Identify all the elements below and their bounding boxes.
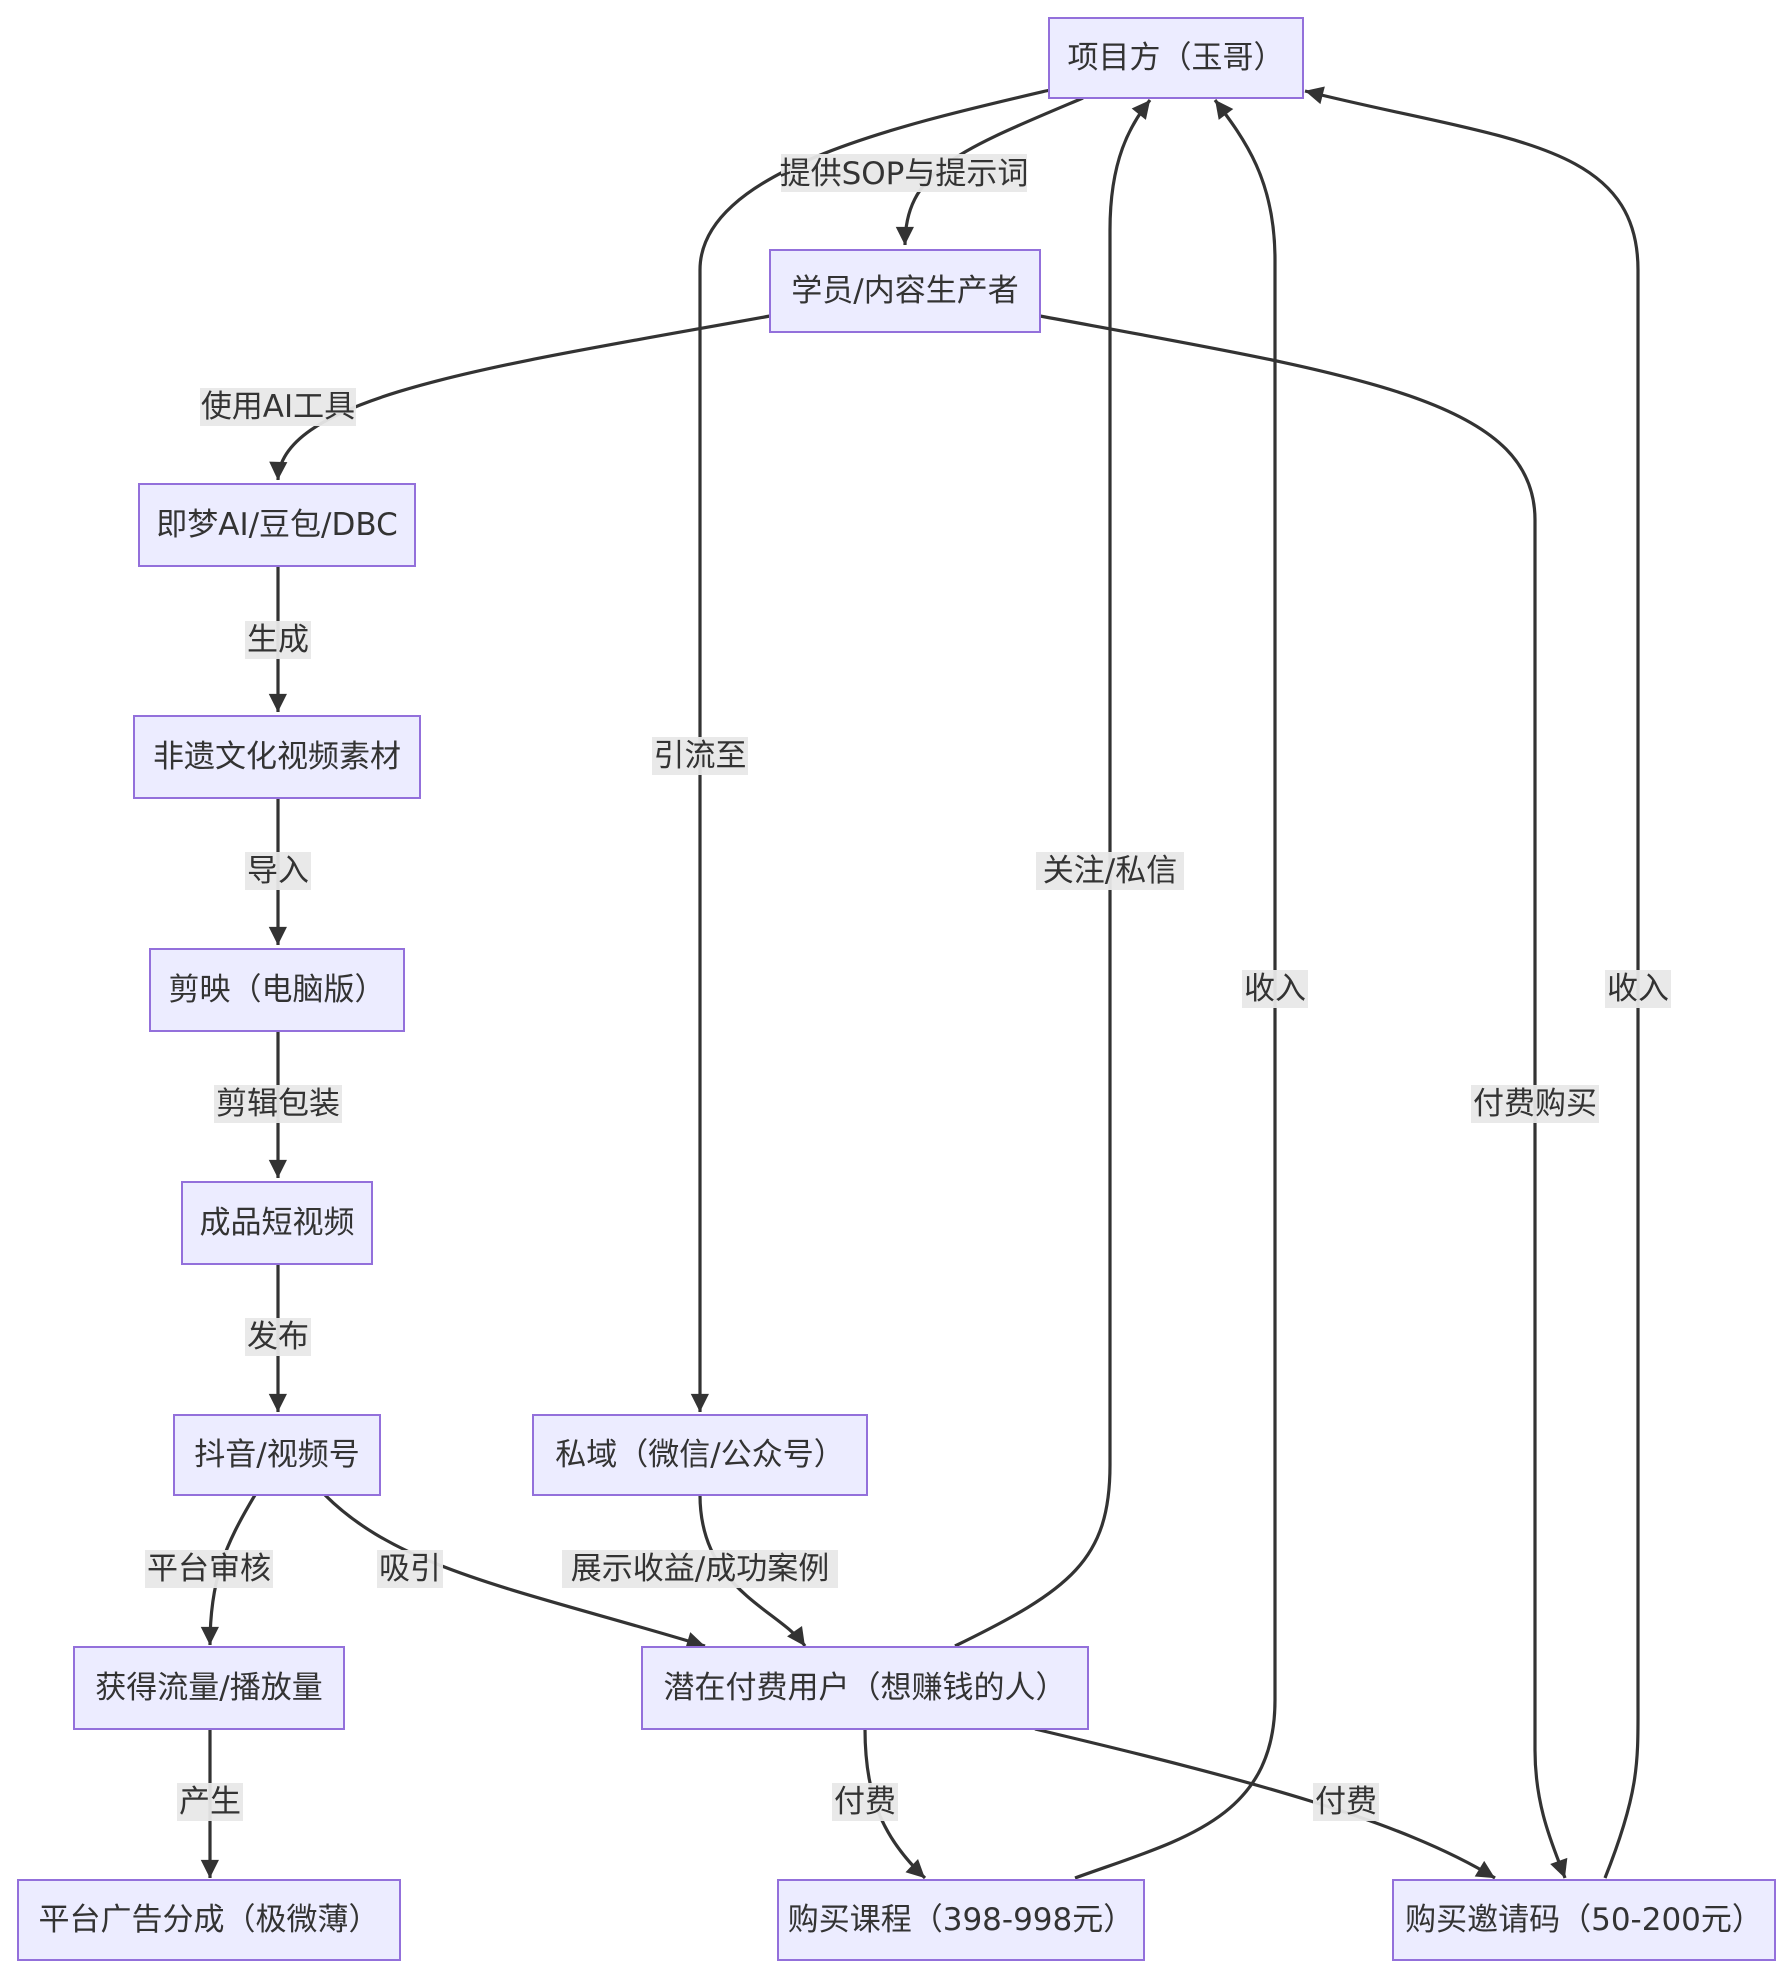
edge-pay-2 [1034,1727,1496,1880]
svg-text:引流至: 引流至 [654,738,747,774]
svg-text:学员/内容生产者: 学员/内容生产者 [791,273,1018,309]
node-feiyi: 非遗文化视频素材 [133,715,421,799]
svg-text:付费购买: 付费购买 [1473,1086,1597,1122]
svg-text:展示收益/成功案例: 展示收益/成功案例 [571,1551,829,1587]
edge-attract [323,1493,706,1650]
svg-text:平台审核: 平台审核 [147,1551,271,1587]
svg-text:平台广告分成（极微薄）: 平台广告分成（极微薄） [39,1902,380,1938]
svg-text:剪映（电脑版）: 剪映（电脑版） [169,972,386,1008]
label-use-ai: 使用AI工具 [200,388,356,426]
svg-text:剪辑包装: 剪辑包装 [216,1086,340,1122]
svg-text:非遗文化视频素材: 非遗文化视频素材 [153,739,401,775]
label-edit: 剪辑包装 [214,1085,342,1123]
svg-text:成品短视频: 成品短视频 [200,1205,355,1241]
node-kecheng: 购买课程（398-998元） [777,1879,1145,1961]
node-yaoqingma: 购买邀请码（50-200元） [1392,1879,1776,1961]
node-guanggao: 平台广告分成（极微薄） [17,1879,401,1961]
svg-text:私域（微信/公众号）: 私域（微信/公众号） [555,1437,844,1473]
label-attract: 吸引 [377,1550,443,1588]
node-jianying: 剪映（电脑版） [149,948,405,1032]
node-liuliang: 获得流量/播放量 [73,1646,345,1730]
node-xiangmufang: 项目方（玉哥） [1048,17,1304,99]
edge-labels: 提供SOP与提示词 引流至 使用AI工具 生成 导入 剪辑包装 发布 平台审核 [145,154,1671,1821]
label-income-1: 收入 [1242,970,1308,1008]
svg-text:发布: 发布 [247,1319,309,1355]
label-import: 导入 [245,852,311,890]
svg-text:导入: 导入 [247,853,309,889]
svg-text:潜在付费用户（想赚钱的人）: 潜在付费用户（想赚钱的人） [664,1670,1067,1706]
label-generate: 生成 [245,621,311,659]
label-pay-purchase: 付费购买 [1471,1085,1599,1123]
edge-pay-purchase [1039,314,1568,1879]
svg-text:吸引: 吸引 [379,1551,441,1587]
node-siyu: 私域（微信/公众号） [532,1414,868,1496]
label-produce: 产生 [177,1783,243,1821]
label-follow: 关注/私信 [1036,852,1184,890]
label-pay-2: 付费 [1313,1783,1379,1821]
edge-income-1 [1074,99,1277,1880]
svg-text:关注/私信: 关注/私信 [1043,853,1177,889]
svg-text:使用AI工具: 使用AI工具 [201,389,355,425]
svg-text:付费: 付费 [834,1784,896,1820]
edge-follow [954,99,1152,1648]
node-douyin: 抖音/视频号 [173,1414,381,1496]
label-review: 平台审核 [145,1550,273,1588]
svg-text:获得流量/播放量: 获得流量/播放量 [95,1670,322,1706]
label-income-2: 收入 [1605,970,1671,1008]
svg-text:提供SOP与提示词: 提供SOP与提示词 [780,156,1029,192]
svg-text:收入: 收入 [1244,971,1306,1007]
label-provide-sop: 提供SOP与提示词 [780,154,1029,192]
label-yinliu: 引流至 [652,737,748,775]
nodes: 项目方（玉哥） 学员/内容生产者 即梦AI/豆包/DBC 非遗文化视频素材 剪映… [17,17,1776,1961]
svg-text:收入: 收入 [1607,971,1669,1007]
node-jimeng: 即梦AI/豆包/DBC [138,483,416,567]
svg-text:购买邀请码（50-200元）: 购买邀请码（50-200元） [1405,1902,1763,1938]
label-publish: 发布 [245,1318,311,1356]
edges [200,86,1640,1880]
svg-text:购买课程（398-998元）: 购买课程（398-998元） [788,1902,1135,1938]
label-pay-1: 付费 [832,1783,898,1821]
svg-text:生成: 生成 [247,622,309,658]
node-qianzai: 潜在付费用户（想赚钱的人） [641,1646,1089,1730]
edge-income-2 [1304,86,1640,1879]
edge-use-ai [269,314,771,481]
node-xueyuan: 学员/内容生产者 [769,249,1041,333]
label-showcase: 展示收益/成功案例 [562,1550,838,1588]
svg-text:抖音/视频号: 抖音/视频号 [194,1437,359,1473]
svg-text:付费: 付费 [1315,1784,1377,1820]
svg-text:即梦AI/豆包/DBC: 即梦AI/豆包/DBC [156,507,397,543]
svg-text:产生: 产生 [179,1784,241,1820]
edge-showcase [698,1494,807,1647]
svg-text:项目方（玉哥）: 项目方（玉哥） [1068,40,1285,76]
node-chengpin: 成品短视频 [181,1181,373,1265]
